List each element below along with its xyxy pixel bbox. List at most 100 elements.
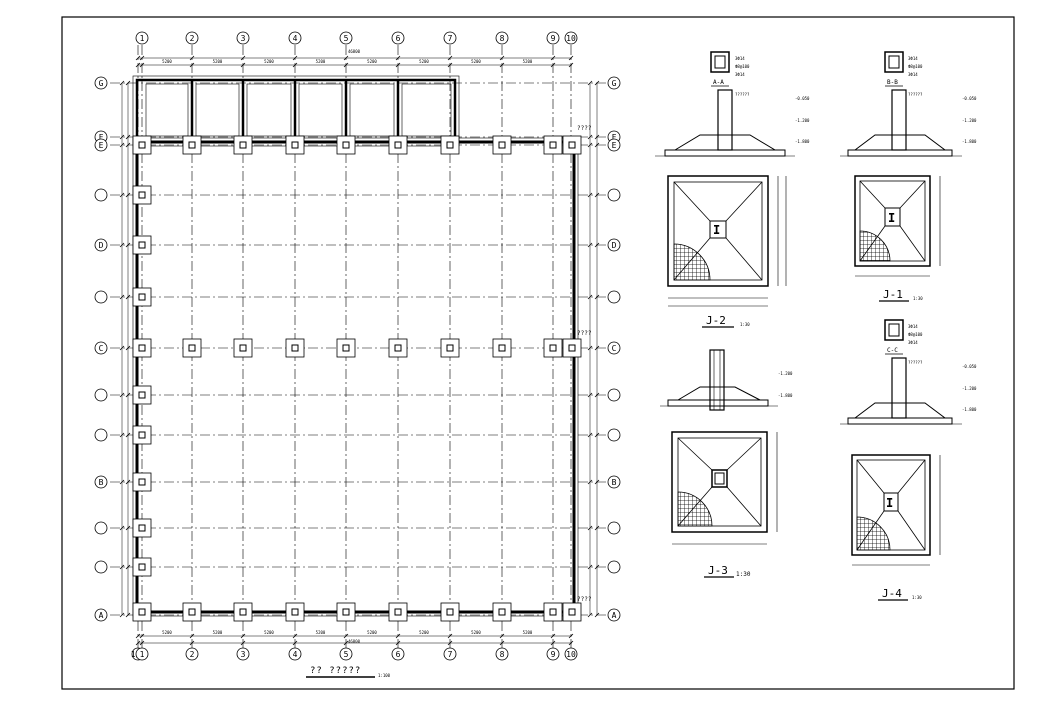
dim-tick	[125, 392, 131, 398]
dim-tick	[594, 192, 600, 198]
dim-tick	[119, 432, 125, 438]
dim-tick	[594, 564, 600, 570]
perimeter-outline	[132, 137, 579, 617]
footing-j2-plan: I J-2 1:30	[667, 175, 787, 328]
foundation-pad	[388, 135, 408, 155]
column-stub	[138, 478, 146, 486]
aa-pier	[717, 89, 733, 151]
section-j3: -1.200 -1.800	[660, 349, 793, 411]
dim-tick	[125, 564, 131, 570]
col-axis-bubble-top-label: 5	[344, 34, 349, 43]
dim-tick	[125, 242, 131, 248]
col-axis-bubble-bottom	[135, 647, 149, 661]
dim-tick	[587, 479, 593, 485]
aa-rebar-bottom: 3Ф14	[735, 72, 745, 77]
bay-dim-top: 5200	[523, 59, 533, 64]
row-axis-bubble-right	[607, 138, 621, 152]
cc-rebar-bottom: 3Ф14	[908, 340, 918, 345]
foundation-pad	[336, 135, 356, 155]
j3-footing-slope	[676, 386, 761, 401]
foundation-pad	[132, 287, 152, 307]
aa-note: ??????	[735, 92, 750, 97]
dim-tick	[594, 80, 600, 86]
column-stub	[446, 344, 454, 352]
foundation-pad	[543, 135, 563, 155]
foundation-pad	[182, 135, 202, 155]
bay-dim-bottom: 5200	[419, 630, 429, 635]
dim-tick	[240, 62, 246, 68]
row-axis-bubble-right	[607, 188, 621, 202]
row-gridlines	[110, 82, 608, 616]
col-axis-bubble-bottom-label: 2	[190, 650, 195, 659]
foundation-pad	[562, 135, 582, 155]
dim-tick	[125, 525, 131, 531]
column-stub	[568, 344, 576, 352]
dim-tick	[587, 242, 593, 248]
column-stub	[239, 608, 247, 616]
dim-tick	[594, 612, 600, 618]
dim-tick	[550, 640, 556, 646]
row-axis-bubble-left-label: C	[99, 344, 104, 353]
bb-elev-bot: -1.800	[962, 139, 977, 144]
bb-footing-base	[847, 149, 953, 157]
dim-tick	[594, 525, 600, 531]
row-axis-bubble-right	[607, 238, 621, 252]
column-stub	[138, 141, 146, 149]
row-axis-bubble-left	[94, 76, 108, 90]
column-stub	[549, 608, 557, 616]
dim-tick	[125, 432, 131, 438]
row-axis-bubble-right	[607, 388, 621, 402]
j1-label: J-1	[883, 288, 903, 301]
sheet-border	[61, 16, 1015, 690]
col-axis-bubble-top-label: 2	[190, 34, 195, 43]
row-axis-bubble-left-label: B	[99, 478, 104, 487]
cc-footing-slope	[853, 402, 947, 419]
dim-tick	[119, 612, 125, 618]
foundation-plan: 5200520052005200520052005200520052005200…	[94, 31, 621, 678]
column-stub	[138, 524, 146, 532]
dim-tick	[594, 294, 600, 300]
row-axis-bubble-right	[607, 608, 621, 622]
col-axis-bubble-top	[135, 31, 149, 45]
col-axis-bubble-top	[546, 31, 560, 45]
col-axis-bubble-bottom	[339, 647, 353, 661]
row-axis-bubble-left	[94, 341, 108, 355]
column-stub	[568, 141, 576, 149]
bay-dim-top: 5200	[264, 59, 274, 64]
column-section-cc	[884, 319, 904, 341]
column-stub	[498, 608, 506, 616]
row-axis-bubble-left	[94, 428, 108, 442]
dim-tick	[119, 479, 125, 485]
foundation-pad	[132, 235, 152, 255]
dim-tick	[119, 294, 125, 300]
bay-dim-bottom: 5200	[213, 630, 223, 635]
dim-tick	[499, 55, 505, 61]
j4-i-beam-glyph: I	[886, 496, 893, 510]
foundation-pad	[492, 602, 512, 622]
row-axis-bubble-left	[94, 290, 108, 304]
bay-dim-bottom: 5200	[316, 630, 326, 635]
section-c-c: 3Ф14 Ф8@100 3Ф14 C-C ?????? -0.050 -1.20…	[840, 319, 977, 425]
dim-tick	[550, 633, 556, 639]
edge-tag-2: ????	[577, 330, 592, 337]
annex-room	[349, 83, 395, 137]
j2-scale: 1:30	[740, 322, 750, 327]
dim-tick	[499, 62, 505, 68]
j1-rebar-mesh	[859, 230, 891, 262]
dim-tick	[119, 525, 125, 531]
col-axis-bubble-bottom	[443, 647, 457, 661]
row-axis-bubble-left-label: G	[99, 79, 104, 88]
dim-tick	[550, 62, 556, 68]
column-stub	[446, 141, 454, 149]
column-stub	[342, 344, 350, 352]
row-axis-bubble-right	[607, 428, 621, 442]
foundation-pad	[285, 135, 305, 155]
footing-j1-plan: I J-1 1:30	[854, 175, 941, 302]
dim-tick	[447, 55, 453, 61]
dim-tick	[125, 345, 131, 351]
dim-tick	[447, 640, 453, 646]
bb-pier	[891, 89, 907, 151]
aa-elev-top: -0.050	[795, 96, 810, 101]
col-axis-bubble-bottom-label: 10	[566, 650, 576, 659]
dim-tick	[395, 62, 401, 68]
